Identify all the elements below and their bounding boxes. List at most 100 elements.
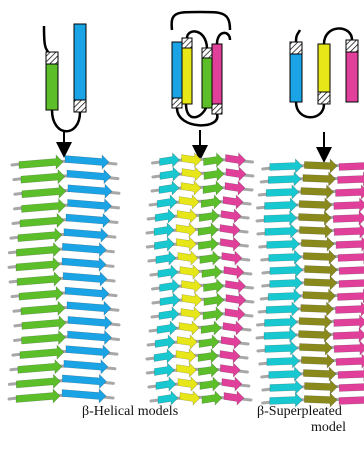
- beta-strand-arrow: [202, 391, 222, 405]
- beta-strand-arrow: [301, 354, 334, 368]
- ribbon-stack-3: [257, 159, 364, 407]
- beta-strand-arrow: [176, 223, 196, 237]
- beta-strand-arrow: [225, 181, 245, 195]
- beta-strand-arrow: [19, 155, 63, 169]
- beta-strand-arrow: [204, 293, 224, 307]
- beta-strand-arrow: [180, 391, 200, 405]
- beta-strand-arrow: [224, 391, 244, 405]
- beta-strand-arrow: [305, 263, 338, 277]
- beta-strand-arrow: [303, 367, 336, 381]
- strand-magenta: [212, 44, 222, 104]
- beta-strand-arrow: [226, 167, 246, 181]
- beta-strand-arrow: [180, 265, 200, 279]
- beta-strand-arrow: [179, 321, 199, 335]
- beta-strand-arrow: [267, 237, 300, 251]
- beta-strand-arrow: [18, 360, 62, 374]
- beta-strand-arrow: [303, 172, 336, 186]
- strand-blue-hatched-end: [290, 42, 302, 54]
- beta-strand-arrow: [270, 380, 303, 394]
- beta-strand-arrow: [338, 367, 364, 381]
- beta-strand-arrow: [20, 214, 64, 228]
- beta-strand-arrow: [339, 380, 364, 394]
- beta-strand-arrow: [159, 307, 179, 321]
- beta-strand-arrow: [226, 279, 246, 293]
- beta-strand-arrow: [220, 237, 240, 251]
- beta-strand-arrow: [334, 198, 364, 212]
- beta-strand-arrow: [154, 363, 174, 377]
- caption-superpleated-line2: model: [311, 420, 346, 436]
- beta-strand-arrow: [339, 263, 364, 277]
- beta-strand-arrow: [156, 377, 176, 391]
- beta-strand-arrow: [22, 331, 66, 345]
- strand-yellow: [182, 48, 192, 104]
- beta-strand-arrow: [66, 345, 110, 359]
- beta-strand-arrow: [304, 276, 337, 290]
- beta-strand-arrow: [269, 367, 302, 381]
- beta-strand-arrow: [16, 374, 60, 388]
- strand-green-hatched-end: [46, 52, 58, 64]
- beta-strand-arrow: [222, 377, 242, 391]
- topology-diagram-superpleated: [290, 28, 358, 155]
- beta-strand-arrow: [22, 316, 66, 330]
- beta-strand-arrow: [179, 195, 199, 209]
- beta-strand-arrow: [265, 198, 298, 212]
- beta-strand-arrow: [226, 293, 246, 307]
- beta-strand-arrow: [157, 195, 177, 209]
- beta-strand-arrow: [334, 224, 364, 238]
- beta-strand-arrow: [265, 315, 298, 329]
- beta-strand-arrow: [225, 307, 245, 321]
- beta-strand-arrow: [20, 345, 64, 359]
- beta-strand-arrow: [300, 224, 333, 238]
- strand-green-hatched-end: [202, 48, 212, 58]
- beta-strand-arrow: [19, 287, 63, 301]
- beta-strand-arrow: [201, 321, 221, 335]
- beta-strand-arrow: [160, 153, 180, 167]
- beta-strand-arrow: [268, 172, 301, 186]
- beta-strand-arrow: [224, 265, 244, 279]
- beta-strand-arrow: [154, 349, 174, 363]
- beta-strand-arrow: [16, 257, 60, 271]
- beta-strand-arrow: [333, 211, 364, 225]
- strand-blue-hatched-end: [74, 100, 86, 112]
- beta-strand-arrow: [62, 389, 106, 403]
- beta-strand-arrow: [64, 360, 108, 374]
- beta-strand-arrow: [203, 181, 223, 195]
- beta-strand-arrow: [339, 393, 364, 407]
- ribbon-stack-1: [9, 155, 119, 403]
- ribbon-structures: [9, 153, 364, 407]
- beta-strand-arrow: [202, 265, 222, 279]
- strand-yellow-hatched-end: [318, 92, 330, 104]
- beta-strand-arrow: [158, 265, 178, 279]
- strand-cyan-hatched-end: [172, 98, 182, 108]
- beta-strand-arrow: [264, 328, 297, 342]
- beta-strand-arrow: [265, 341, 298, 355]
- loop-line: [52, 110, 80, 131]
- strand-magenta-hatched-end: [346, 40, 358, 52]
- beta-strand-arrow: [334, 315, 364, 329]
- beta-strand-arrow: [270, 159, 303, 173]
- beta-strand-arrow: [160, 279, 180, 293]
- beta-strand-arrow: [264, 211, 297, 225]
- beta-strand-arrow: [336, 302, 364, 316]
- beta-strand-arrow: [221, 209, 241, 223]
- strand-magenta: [346, 52, 358, 102]
- beta-strand-arrow: [22, 199, 66, 213]
- beta-strand-arrow: [299, 315, 332, 329]
- beta-strand-arrow: [304, 159, 337, 173]
- beta-strand-arrow: [220, 349, 240, 363]
- beta-strand-arrow: [303, 250, 336, 264]
- beta-strand-arrow: [17, 272, 61, 286]
- beta-strand-arrow: [336, 237, 364, 251]
- strand-magenta-hatched-end: [212, 104, 222, 114]
- strand-blue: [74, 24, 86, 100]
- beta-strand-arrow: [338, 250, 364, 264]
- beta-strand-arrow: [266, 185, 299, 199]
- beta-strand-arrow: [21, 301, 65, 315]
- beta-strand-arrow: [176, 363, 196, 377]
- beta-strand-arrow: [334, 341, 364, 355]
- beta-strand-arrow: [68, 331, 112, 345]
- caption-helical-models: β-Helical models: [82, 404, 178, 420]
- beta-strand-arrow: [221, 335, 241, 349]
- beta-strand-arrow: [200, 377, 220, 391]
